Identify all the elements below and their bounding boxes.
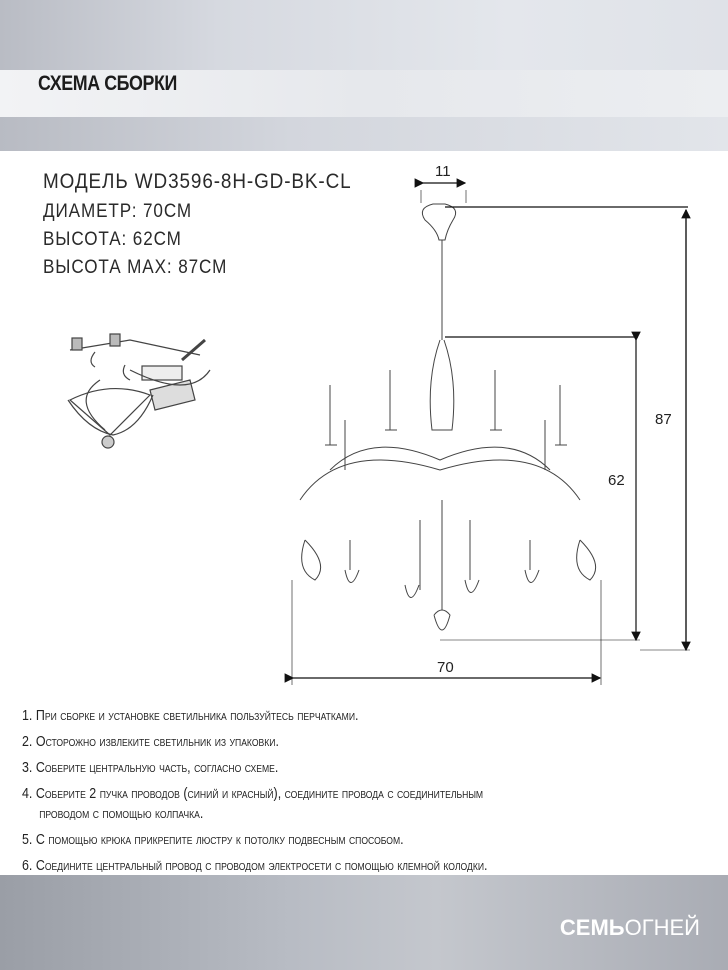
instruction-item: 3. Соберите центральную часть, согласно … (22, 760, 279, 776)
dimension-lines (284, 178, 691, 685)
page-title: СХЕМА СБОРКИ (38, 72, 177, 95)
header-band-top (0, 0, 728, 70)
dim-diameter: 70 (437, 659, 454, 676)
logo-bold: СЕМЬ (559, 915, 625, 940)
spec-diameter: ДИАМЕТР: 70СМ (43, 201, 193, 222)
logo-light: ОГНЕЙ (624, 915, 700, 940)
header-band (0, 70, 728, 117)
instruction-item: 6. Соедините центральный провод с провод… (22, 858, 488, 874)
spec-height: ВЫСОТА: 62СМ (43, 229, 182, 250)
model-name: МОДЕЛЬ WD3596-8H-GD-BK-CL (43, 170, 352, 193)
spec-height-max: ВЫСОТА МАХ: 87СМ (43, 257, 228, 278)
brand-logo: СЕМЬОГНЕЙ (560, 915, 700, 941)
header-band-bottom (0, 117, 728, 151)
chandelier-drawing (299, 203, 597, 631)
footer: СЕМЬОГНЕЙ (0, 875, 728, 970)
instruction-item: 2. Осторожно извлеките светильник из упа… (22, 734, 279, 750)
dim-height: 62 (608, 472, 625, 489)
dim-total-height: 87 (655, 411, 672, 428)
instruction-item-continued: проводом с помощью колпачка. (39, 806, 204, 822)
dim-canopy: 11 (435, 163, 451, 180)
instruction-item: 5. С помощью крюка прикрепите люстру к п… (22, 832, 404, 848)
instructions-list: 1. При сборке и установке светильника по… (22, 703, 563, 879)
wiring-diagram (67, 333, 211, 449)
instruction-item: 4. Соберите 2 пучка проводов (синий и кр… (22, 786, 484, 802)
instruction-item: 1. При сборке и установке светильника по… (22, 708, 359, 724)
specs-block: МОДЕЛЬ WD3596-8H-GD-BK-CL ДИАМЕТР: 70СМ … (43, 170, 386, 282)
